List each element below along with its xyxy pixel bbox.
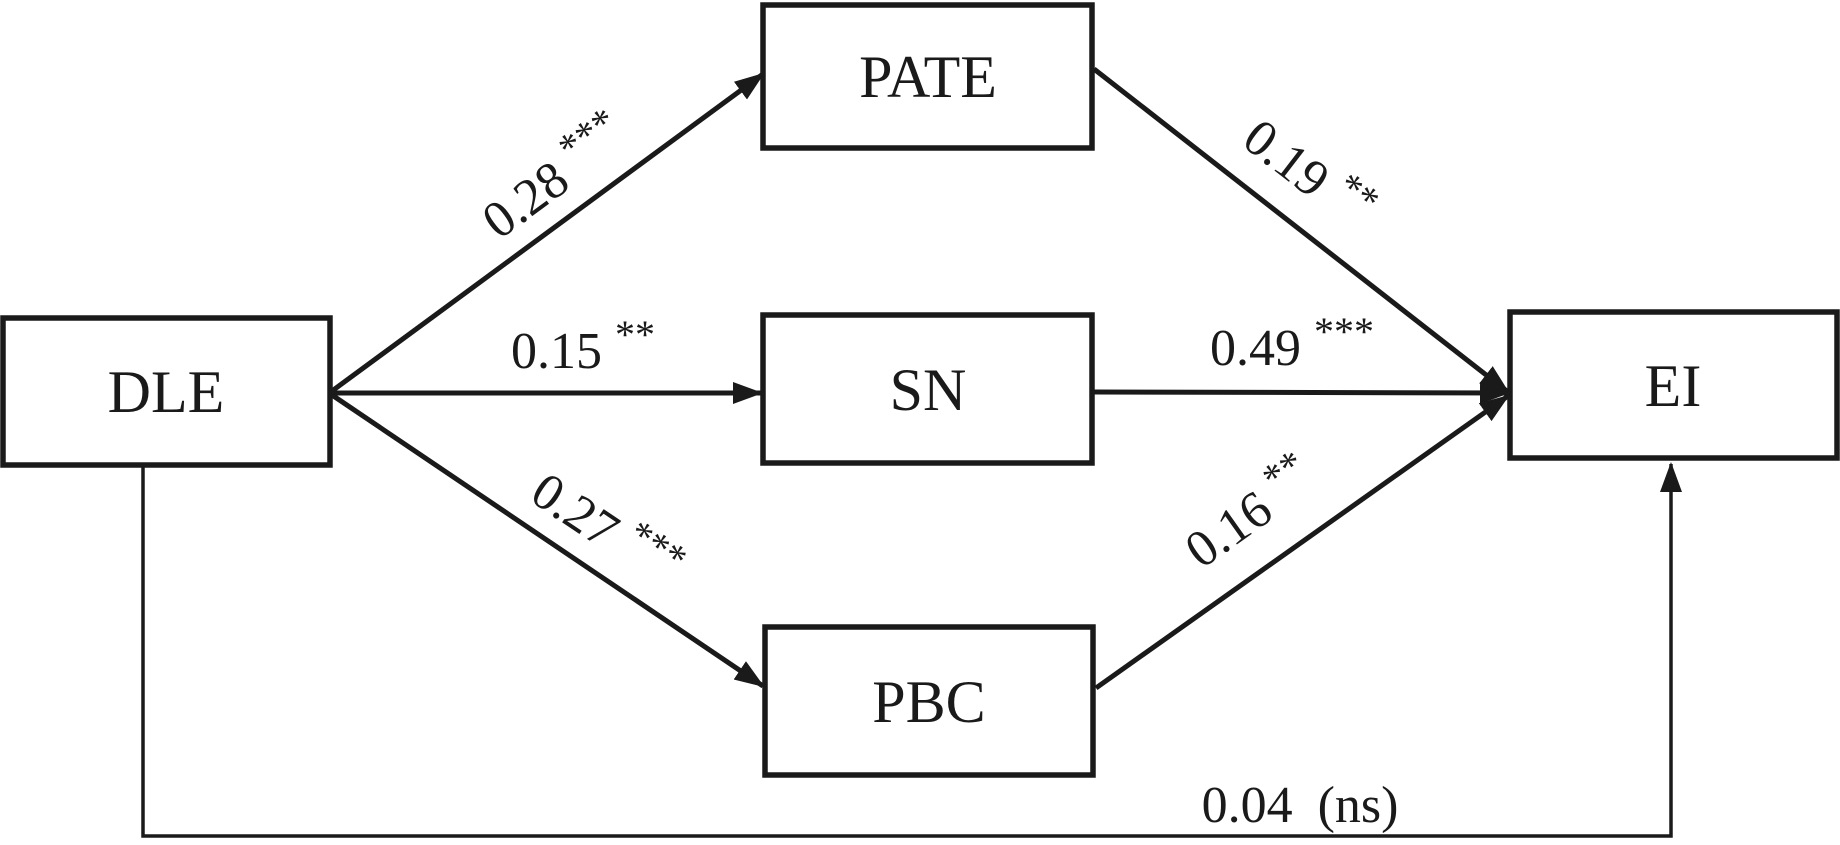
significance-stars: *** <box>550 98 625 170</box>
significance-stars: ** <box>1329 163 1388 223</box>
coefficient-label-dle-pbc: 0.27 *** <box>521 453 695 601</box>
arrow-dle-to-ei-direct <box>141 462 1682 838</box>
coefficient-label-dle-sn: 0.15 ** <box>511 312 655 380</box>
coefficient-value: 0.15 <box>511 323 602 380</box>
significance-ns: (ns) <box>1318 777 1399 834</box>
node-ei-label: EI <box>1645 353 1702 419</box>
node-pbc: PBC <box>762 624 1096 778</box>
coefficient-label-dle-ei-direct: 0.04 (ns) <box>1202 777 1399 834</box>
node-pate-box <box>760 2 1095 151</box>
node-dle: DLE <box>0 315 333 468</box>
node-dle-box <box>0 315 333 468</box>
node-ei-box <box>1507 309 1840 461</box>
arrow-pbc-to-ei <box>1094 393 1510 691</box>
arrow-dle-to-pate <box>330 71 765 394</box>
arrow-sn-to-ei <box>1093 381 1510 404</box>
significance-stars: ** <box>615 312 655 357</box>
node-ei: EI <box>1507 309 1840 461</box>
coefficient-value: 0.19 <box>1233 108 1340 209</box>
coefficient-label-pate-ei: 0.19 ** <box>1233 100 1389 242</box>
arrow-dle-to-pbc <box>330 392 765 689</box>
node-pbc-label: PBC <box>872 669 985 735</box>
node-dle-label: DLE <box>108 359 225 425</box>
significance-stars: *** <box>1314 309 1374 354</box>
node-pbc-box <box>762 624 1096 778</box>
node-sn-label: SN <box>890 357 967 423</box>
significance-stars: ** <box>1254 441 1313 501</box>
significance-stars: *** <box>620 511 695 582</box>
coefficient-value: 0.27 <box>521 462 628 560</box>
node-sn-box <box>760 312 1095 466</box>
coefficient-value: 0.04 <box>1202 777 1293 834</box>
node-pate-label: PATE <box>859 44 997 110</box>
node-pate: PATE <box>760 2 1095 151</box>
coefficient-value: 0.49 <box>1210 320 1301 377</box>
coefficient-label-sn-ei: 0.49 *** <box>1210 309 1374 377</box>
coefficient-value: 0.28 <box>472 150 579 250</box>
node-sn: SN <box>760 312 1095 466</box>
arrow-pate-to-ei <box>1092 67 1510 394</box>
coefficient-label-pbc-ei: 0.16 ** <box>1169 441 1326 580</box>
